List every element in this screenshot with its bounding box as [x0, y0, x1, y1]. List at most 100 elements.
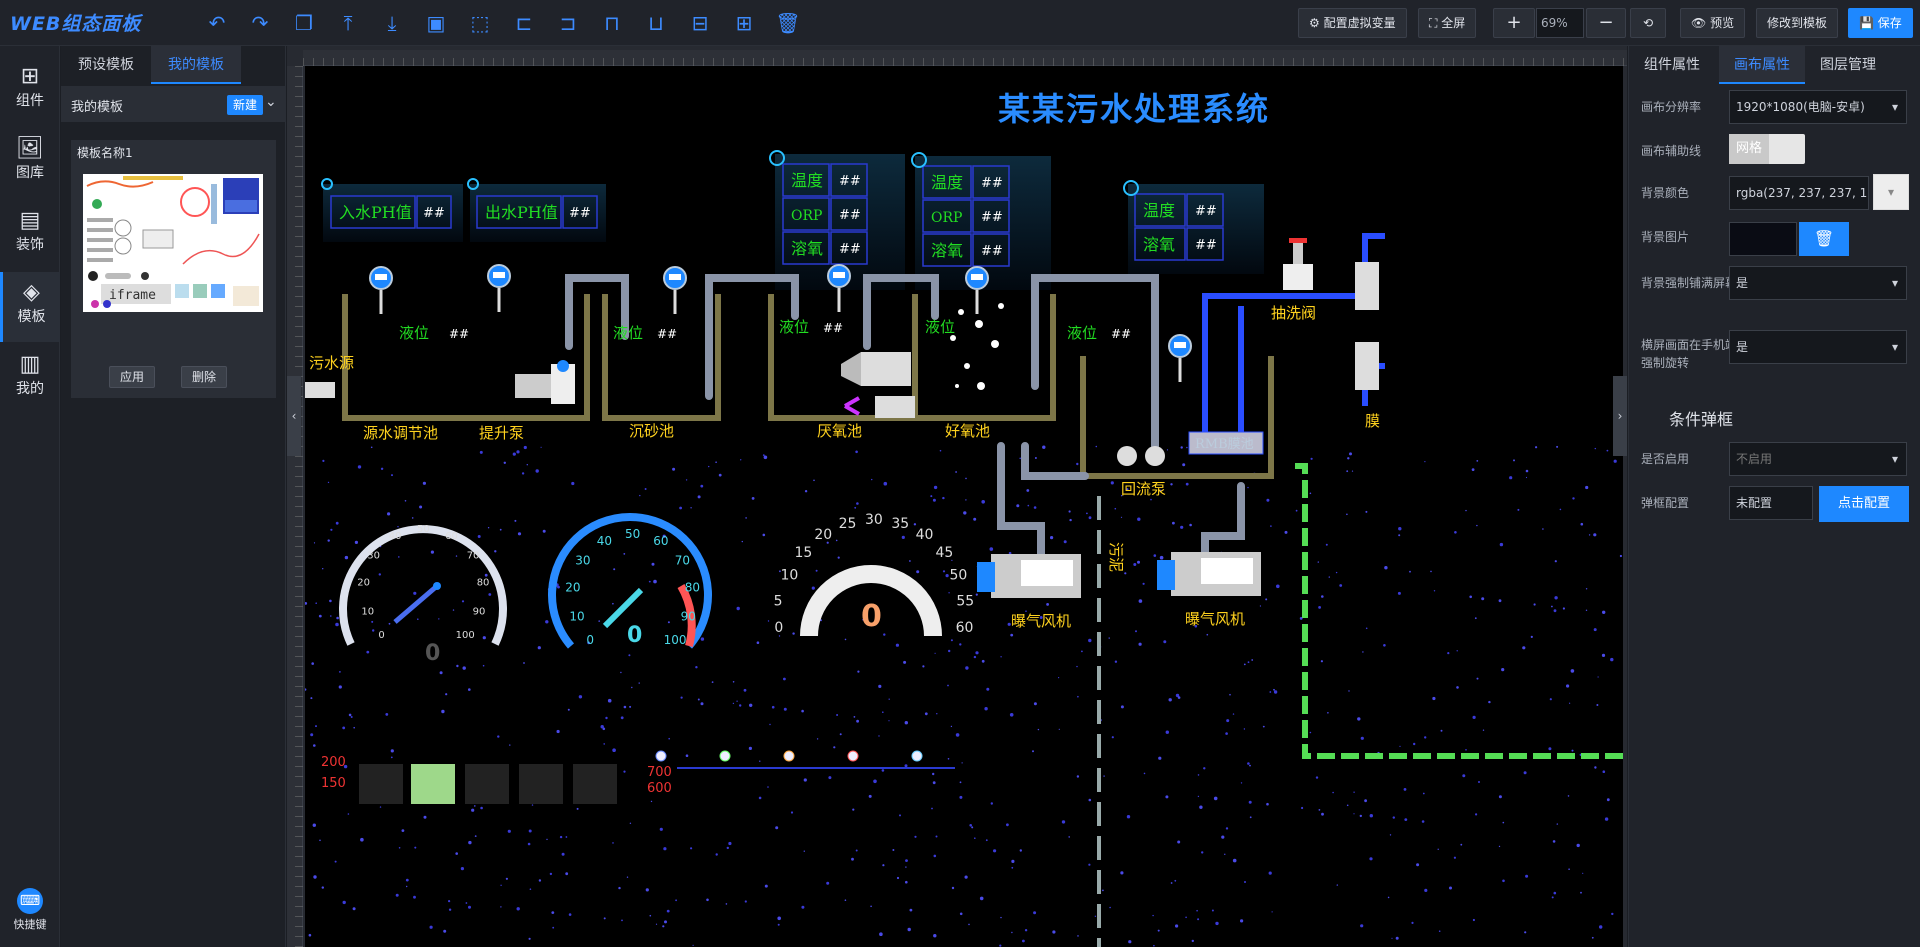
rail-item-components[interactable]: ⊞组件	[0, 56, 60, 126]
zoom-reset-button[interactable]: ⟲	[1630, 8, 1666, 38]
star-dot	[1421, 820, 1425, 823]
align-top-icon[interactable]: ⊓	[604, 11, 620, 35]
rail-item-decor[interactable]: ▤装饰	[0, 200, 60, 270]
collapse-right-button[interactable]: ›	[1613, 376, 1627, 456]
tab-canvas-props[interactable]: 画布属性	[1719, 46, 1805, 84]
delete-icon[interactable]: 🗑	[775, 11, 801, 35]
template-card[interactable]: 模板名称1 iframe	[71, 140, 276, 398]
star-dot	[1120, 495, 1123, 497]
star-dot	[878, 684, 882, 689]
copy-icon[interactable]: ❐	[295, 11, 313, 35]
star-dot	[945, 574, 949, 578]
star-dot	[1580, 522, 1584, 526]
bgimg-preview[interactable]	[1729, 222, 1797, 256]
star-dot	[401, 829, 405, 832]
star-dot	[811, 586, 815, 590]
enable-select[interactable]: 不启用▾	[1729, 442, 1907, 476]
tab-my-templates[interactable]: 我的模板	[151, 46, 241, 84]
star-dot	[441, 709, 445, 714]
star-dot	[448, 908, 452, 911]
save-to-template-button[interactable]: 修改到模板	[1756, 8, 1839, 38]
preview-button[interactable]: 👁 预览	[1680, 8, 1746, 38]
apply-template-button[interactable]: 应用	[109, 366, 156, 388]
star-dot	[551, 911, 555, 914]
design-canvas[interactable]: 入水PH值 ## 出水PH值 ## 温度 ORP	[305, 66, 1623, 947]
star-dot	[1197, 774, 1200, 776]
panel-aerobic-sensors: 温度 ORP 溶氧 ## ## ##	[911, 152, 1051, 290]
align-left-icon[interactable]: ⊏	[515, 11, 533, 35]
guide-toggle[interactable]: 网格	[1729, 134, 1805, 164]
tab-preset-templates[interactable]: 预设模板	[78, 57, 134, 73]
zoom-out-button[interactable]: −	[1586, 8, 1626, 38]
color-picker[interactable]: ▾	[1873, 174, 1909, 210]
star-dot	[1349, 452, 1352, 456]
outlet-ph-value: ##	[569, 206, 591, 221]
move-down-icon[interactable]: ⤓	[387, 11, 397, 35]
align-bottom-icon[interactable]: ⊔	[648, 11, 664, 35]
star-dot	[1346, 470, 1349, 473]
star-dot	[741, 540, 743, 543]
zoom-in-button[interactable]: +	[1493, 8, 1535, 38]
rail-label: 模板	[17, 309, 46, 325]
ungroup-icon[interactable]: ⬚	[470, 11, 490, 35]
star-dot	[413, 895, 416, 899]
zoom-value[interactable]: 69%	[1536, 8, 1584, 38]
gauge-tick-label: 50	[625, 527, 640, 541]
star-dot	[1010, 633, 1014, 637]
resolution-select[interactable]: 1920*1080(电脑-安卓)▾	[1729, 90, 1907, 124]
star-dot	[1061, 820, 1066, 824]
star-dot	[1599, 925, 1603, 929]
backwash-valve-label: 抽洗阀	[1271, 304, 1316, 322]
move-up-icon[interactable]: ⤒	[343, 11, 353, 35]
shortcut-button[interactable]: ⌨快捷键	[0, 888, 60, 932]
stretch-select[interactable]: 是▾	[1729, 266, 1907, 300]
star-dot	[662, 925, 665, 928]
star-dot	[932, 781, 936, 785]
fullscreen-button[interactable]: ⛶ 全屏	[1418, 8, 1477, 38]
star-dot	[1580, 891, 1582, 894]
star-dot	[1225, 732, 1228, 735]
star-dot	[672, 467, 676, 471]
star-dot	[357, 465, 362, 469]
config-vars-button[interactable]: ⚙ 配置虚拟变量	[1298, 8, 1407, 38]
star-dot	[655, 923, 658, 925]
delete-bgimg-button[interactable]: 🗑	[1799, 222, 1849, 256]
bgcolor-input[interactable]: rgba(237, 237, 237, 1	[1729, 176, 1869, 210]
star-dot	[1591, 936, 1594, 939]
aerobic-temp-label: 温度	[931, 173, 963, 192]
align-vcenter-icon[interactable]: ⊞	[735, 11, 753, 35]
rail-item-mine[interactable]: ▥我的	[0, 344, 60, 414]
blower-graphic-2	[1157, 552, 1261, 596]
new-template-button[interactable]: 新建	[227, 95, 264, 115]
star-dot	[1199, 805, 1203, 809]
star-dot	[909, 908, 913, 912]
group-icon[interactable]: ▣	[426, 11, 446, 35]
gauge-tick-label: 15	[795, 545, 813, 561]
gauge-tick-label: 30	[575, 553, 590, 567]
redo-icon[interactable]: ↷	[251, 11, 269, 35]
rail-item-gallery[interactable]: 🖼图库	[0, 128, 60, 198]
star-dot	[1076, 665, 1078, 668]
star-dot	[775, 826, 779, 830]
rotate-select[interactable]: 是▾	[1729, 330, 1907, 364]
resolution-label: 画布分辨率	[1641, 100, 1702, 114]
star-dot	[565, 872, 569, 876]
star-dot	[666, 909, 670, 913]
save-button[interactable]: 💾 保存	[1848, 8, 1913, 38]
chevron-down-icon: ▾	[1891, 276, 1898, 290]
star-dot	[963, 511, 967, 515]
collapse-left-button[interactable]: ‹	[287, 376, 301, 456]
delete-template-button[interactable]: 删除	[181, 366, 228, 388]
star-dot	[1318, 809, 1321, 811]
undo-icon[interactable]: ↶	[208, 11, 226, 35]
lift-pump-graphic	[515, 360, 575, 404]
tab-layer-manager[interactable]: 图层管理	[1820, 57, 1876, 73]
chevron-down-icon[interactable]: ⌄	[265, 94, 277, 110]
star-dot	[916, 570, 920, 574]
popup-config-button[interactable]: 点击配置	[1819, 486, 1909, 522]
gauge-tick-label: 40	[597, 534, 612, 548]
align-hcenter-icon[interactable]: ⊟	[691, 11, 709, 35]
rail-item-template[interactable]: ◈模板	[0, 272, 60, 342]
align-right-icon[interactable]: ⊐	[559, 11, 577, 35]
tab-component-props[interactable]: 组件属性	[1644, 57, 1700, 73]
